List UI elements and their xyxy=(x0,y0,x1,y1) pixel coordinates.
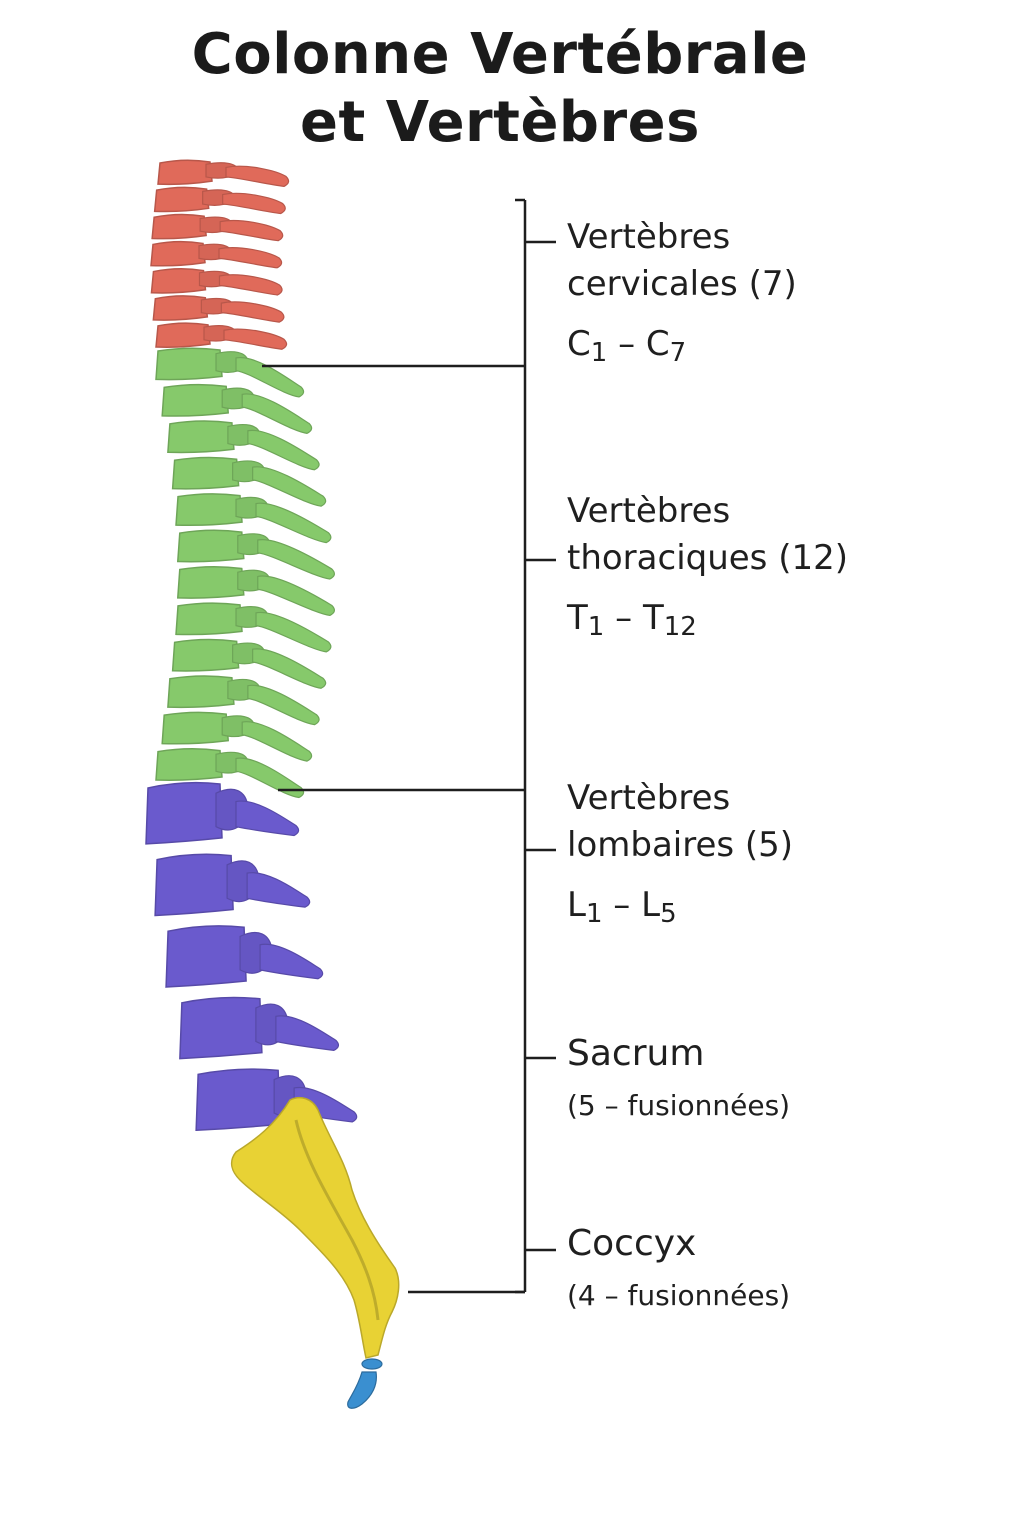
thoracic-spinous-process xyxy=(257,539,335,580)
thoracic-vertebra-body xyxy=(175,493,243,527)
spine-illustration xyxy=(145,159,400,1409)
cervical-vertebrae xyxy=(150,159,290,350)
title-line-2: et Vertèbres xyxy=(300,90,700,155)
sacrum-label: Sacrum (5 – fusionnées) xyxy=(567,1030,790,1123)
thoracic-range: T1 – T12 xyxy=(567,598,697,642)
thoracic-vertebra-body xyxy=(171,638,240,672)
cervical-name-line1: Vertèbres xyxy=(567,217,731,257)
cervical-name-line2: cervicales (7) xyxy=(567,264,797,304)
thoracic-spinous-process xyxy=(247,684,320,726)
sacrum-bone xyxy=(230,1097,400,1359)
cervical-range: C1 – C7 xyxy=(567,324,687,368)
coccyx-segment-2 xyxy=(347,1371,377,1409)
cervical-spinous-process xyxy=(218,247,283,269)
lumbar-name-line1: Vertèbres xyxy=(567,778,731,818)
cervical-spinous-process xyxy=(220,301,285,323)
thoracic-vertebrae xyxy=(155,347,335,799)
lumbar-name-line2: lombaires (5) xyxy=(567,825,794,865)
lumbar-range: L1 – L5 xyxy=(567,885,677,929)
lumbar-vertebra-body xyxy=(165,925,247,988)
thoracic-spinous-process xyxy=(247,429,320,471)
sacrum-ridge xyxy=(294,1119,380,1321)
coccyx-label: Coccyx (4 – fusionnées) xyxy=(567,1220,790,1313)
cervical-spinous-process xyxy=(222,192,286,215)
lumbar-vertebra-body xyxy=(195,1068,281,1132)
cervical-spinous-process xyxy=(223,328,288,350)
lumbar-vertebra-body xyxy=(179,996,263,1060)
lumbar-label: Vertèbres lombaires (5) L1 – L5 xyxy=(567,775,793,930)
thoracic-vertebra-body xyxy=(176,566,245,599)
cervical-vertebra-body xyxy=(150,268,207,294)
thoracic-vertebra-body xyxy=(167,675,235,709)
sacrum-name: Sacrum xyxy=(567,1033,705,1074)
title-line-1: Colonne Vertébrale xyxy=(191,22,809,87)
coccyx-name: Coccyx xyxy=(567,1223,697,1264)
thoracic-vertebra-body xyxy=(155,347,223,381)
cervical-spinous-process xyxy=(219,219,284,242)
thoracic-label: Vertèbres thoraciques (12) T1 – T12 xyxy=(567,488,848,643)
thoracic-spinous-process xyxy=(257,575,335,617)
thoracic-vertebra-body xyxy=(167,420,235,454)
cervical-vertebra-body xyxy=(157,159,213,186)
cervical-vertebra-body xyxy=(150,240,206,267)
thoracic-spinous-process xyxy=(235,757,305,799)
sacrum-shape xyxy=(230,1097,400,1359)
thoracic-spinous-process xyxy=(252,648,327,689)
cervical-vertebra-body xyxy=(155,322,211,348)
thoracic-vertebra-body xyxy=(175,602,243,636)
lumbar-vertebra-body xyxy=(154,853,234,917)
thoracic-spinous-process xyxy=(241,721,313,762)
thoracic-name-line1: Vertèbres xyxy=(567,491,731,531)
region-bracket xyxy=(262,198,556,1294)
cervical-label: Vertèbres cervicales (7) C1 – C7 xyxy=(567,214,797,369)
lumbar-spinous-process xyxy=(275,1015,340,1051)
cervical-spinous-process xyxy=(225,165,290,188)
thoracic-spinous-process xyxy=(255,611,332,653)
coccyx-segment-1 xyxy=(361,1358,383,1370)
cervical-spinous-process xyxy=(218,274,283,296)
thoracic-spinous-process xyxy=(241,393,313,434)
sacrum-note: (5 – fusionnées) xyxy=(567,1089,791,1122)
thoracic-vertebra-body xyxy=(161,711,230,745)
cervical-vertebra-body xyxy=(152,295,209,321)
lumbar-spinous-process xyxy=(246,872,311,908)
thoracic-vertebra-body xyxy=(161,383,230,417)
lumbar-vertebrae xyxy=(145,781,358,1132)
coccyx-bone xyxy=(347,1358,383,1409)
lumbar-spinous-process xyxy=(259,943,324,980)
lumbar-spinous-process xyxy=(235,800,300,837)
thoracic-name-line2: thoraciques (12) xyxy=(567,538,848,578)
thoracic-spinous-process xyxy=(252,466,327,507)
cervical-vertebra-body xyxy=(153,186,210,213)
thoracic-spinous-process xyxy=(255,502,332,544)
thoracic-vertebra-body xyxy=(176,529,245,563)
thoracic-vertebra-body xyxy=(155,748,223,781)
coccyx-note: (4 – fusionnées) xyxy=(567,1279,791,1312)
thoracic-spinous-process xyxy=(235,357,305,398)
lumbar-vertebra-body xyxy=(145,781,223,845)
cervical-vertebra-body xyxy=(151,213,207,240)
thoracic-vertebra-body xyxy=(171,456,240,490)
